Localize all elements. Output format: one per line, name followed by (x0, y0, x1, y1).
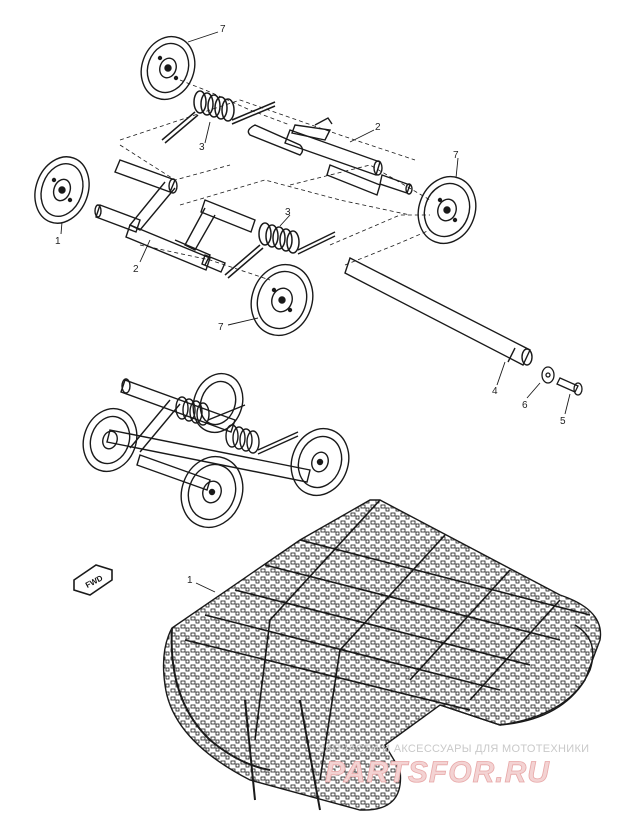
watermark: ЗАПЧАСТИ И АКСЕССУАРЫ ДЛЯ МОТОТЕХНИКИ PA… (318, 743, 589, 789)
suspension-arm-middle (184, 199, 256, 251)
callout-4-axle: 4 (492, 386, 498, 397)
callout-3-lower: 3 (285, 207, 291, 218)
callout-2-upper: 2 (375, 122, 381, 133)
callout-7-bottom: 7 (218, 322, 224, 333)
callout-5-bolt: 5 (560, 416, 566, 427)
suspension-arm-upper (247, 117, 413, 196)
spring-upper (161, 90, 276, 144)
callout-1-leftwheel: 1 (55, 236, 61, 247)
callout-1-track: 1 (187, 575, 193, 586)
idler-wheel-left (34, 156, 90, 224)
callout-7-topleft: 7 (220, 24, 226, 35)
callout-2-lower: 2 (133, 264, 139, 275)
watermark-site: PARTSFOR.RU (325, 756, 550, 789)
leader-lines (60, 31, 571, 593)
callout-6-washer: 6 (522, 400, 528, 411)
assembled-suspension (82, 372, 350, 529)
idler-wheel-right (417, 175, 477, 245)
bolt (556, 377, 583, 396)
spring-lower (224, 222, 336, 279)
washer (541, 366, 555, 384)
watermark-tagline: ЗАПЧАСТИ И АКСЕССУАРЫ ДЛЯ МОТОТЕХНИКИ (318, 743, 589, 755)
callout-numbers: 7 2 3 7 1 3 2 7 4 6 5 1 (55, 24, 566, 586)
assembly-guide-lines (119, 79, 431, 281)
forward-arrow-icon: FWD (73, 564, 113, 596)
idler-wheel-top-left (140, 35, 196, 101)
callout-3-upper: 3 (199, 142, 205, 153)
long-axle (344, 257, 533, 366)
drive-track (162, 499, 602, 811)
suspension-arm-left (94, 159, 226, 273)
idler-wheel-bottom (250, 263, 314, 337)
callout-7-right: 7 (453, 150, 459, 161)
